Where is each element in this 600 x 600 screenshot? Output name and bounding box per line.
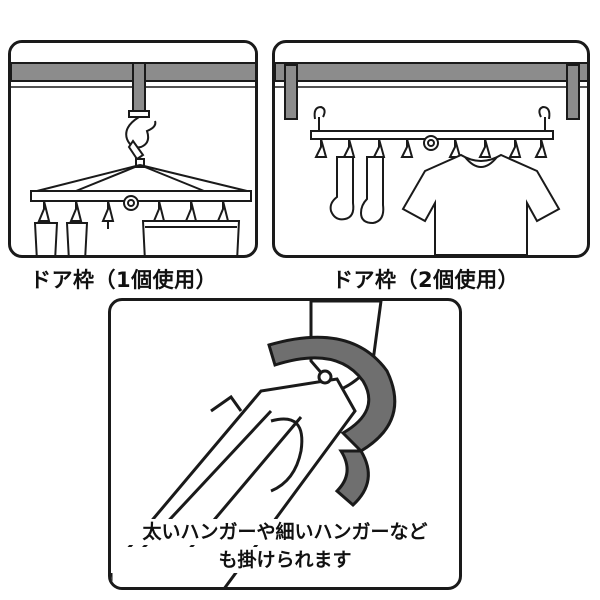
socks — [329, 156, 385, 225]
caption-single-use: ドア枠（1個使用） — [30, 268, 218, 292]
hanging-laundry — [33, 220, 241, 255]
door-hook — [125, 62, 157, 168]
detail-caption-line-1: 太いハンガーや細いハンガーなど — [111, 519, 459, 545]
clothespins — [314, 138, 548, 158]
t-shirt — [401, 153, 561, 255]
illustration-hook-closeup: 太いハンガーや細いハンガーなど も掛けられます — [108, 298, 462, 590]
door-hooks — [284, 64, 580, 120]
hanger-bar — [310, 105, 554, 151]
thin-hanger — [270, 417, 304, 493]
illustration-single-hanger — [8, 40, 258, 258]
detail-caption-line-2: も掛けられます — [111, 547, 459, 573]
hanger-frame — [30, 164, 252, 211]
thick-hanger — [267, 335, 397, 508]
door-frame — [275, 62, 587, 88]
caption-double-use: ドア枠（2個使用） — [332, 268, 520, 292]
illustration-double-hanger — [272, 40, 590, 258]
